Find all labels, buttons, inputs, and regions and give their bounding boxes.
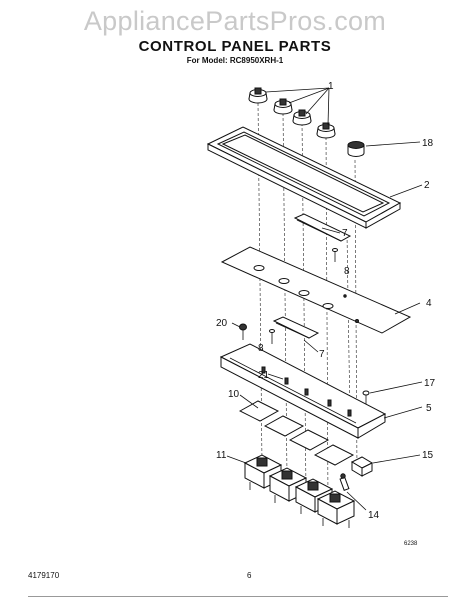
mounting-plate (220, 246, 412, 334)
footer-part-number: 4179170 (28, 571, 60, 580)
callout-18: 18 (422, 138, 434, 149)
right-screw (362, 390, 370, 405)
callout-5: 5 (426, 403, 432, 414)
callout-11: 11 (216, 450, 227, 461)
control-panel-frame (206, 126, 402, 229)
upper-bracket (293, 213, 352, 242)
channel-base (219, 343, 387, 439)
rotary-switches (243, 454, 356, 528)
footer-page-number: 6 (247, 571, 252, 580)
side-screw (239, 323, 247, 340)
knob (316, 122, 336, 139)
callout-2: 2 (424, 180, 430, 191)
knob (292, 109, 312, 126)
lower-screw (269, 329, 275, 344)
callout-21: 21 (258, 370, 270, 381)
knob (248, 87, 268, 104)
callout-7-lower: 7 (319, 349, 325, 360)
bottom-divider (28, 596, 448, 597)
leader-lines (226, 87, 423, 511)
callout-1: 1 (328, 81, 334, 92)
lower-bracket (272, 316, 320, 339)
upper-screw (332, 248, 338, 262)
callout-4: 4 (426, 298, 432, 309)
knob (273, 98, 293, 115)
callout-7-upper: 7 (342, 228, 348, 239)
callout-14: 14 (368, 510, 380, 521)
side-switch (350, 456, 374, 477)
callout-15: 15 (422, 450, 434, 461)
control-knobs (248, 87, 336, 139)
callout-8-lower: 8 (258, 343, 264, 354)
drawing-code: 6238 (404, 541, 418, 547)
callout-labels: 1 18 2 7 8 4 20 8 7 21 17 10 5 11 15 14 (216, 81, 436, 521)
switch (316, 490, 356, 528)
callout-17: 17 (424, 378, 436, 389)
watermark: AppliancePartsPros.com (83, 6, 387, 36)
callout-8-upper: 8 (344, 266, 350, 277)
callout-20: 20 (216, 318, 228, 329)
callout-10: 10 (228, 389, 240, 400)
insulator-pads (238, 400, 355, 466)
page-title: CONTROL PANEL PARTS (138, 38, 332, 55)
lamp-part (339, 473, 350, 491)
model-number: For Model: RC8950XRH-1 (186, 56, 284, 65)
round-cap-part (347, 141, 365, 157)
